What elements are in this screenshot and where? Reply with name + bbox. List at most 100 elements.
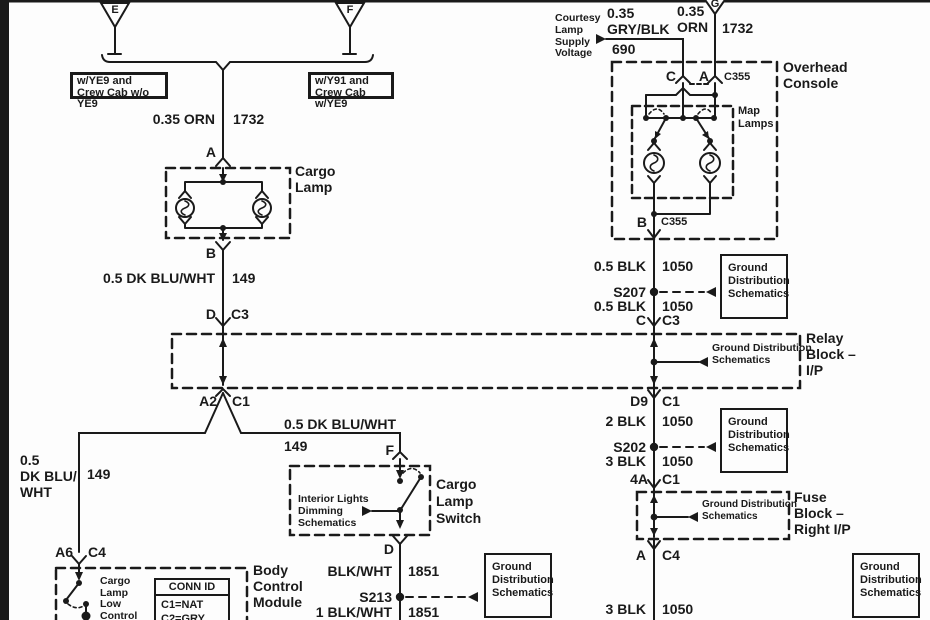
- wire-spec-blkwht: BLK/WHT: [327, 563, 392, 579]
- wire-num-blk2: 1050: [662, 298, 694, 314]
- conn-fuse-c4: C4: [662, 547, 680, 563]
- bcm-title: Body Control Module: [253, 562, 303, 611]
- arrowhead: [219, 174, 227, 182]
- map-lamps-title: Map Lamps: [738, 105, 774, 130]
- cargo-switch-outline: [288, 464, 432, 537]
- gds-refbox-s202: Ground Distribution Schematics: [720, 408, 790, 473]
- wire-num-blkwht: 1851: [408, 563, 440, 579]
- wire-spec-2blk: 2 BLK: [605, 413, 646, 429]
- wire-num-orn-left: 1732: [233, 111, 265, 127]
- wire-num-dkblu-left: 149: [87, 466, 111, 482]
- pin-relay-d: D: [205, 306, 216, 322]
- triangle-connector-f: [334, 2, 366, 55]
- map-lamps-outline: [630, 104, 735, 200]
- relay-block-title: Relay Block – I/P: [806, 330, 856, 379]
- conn-id-header: CONN ID: [156, 580, 228, 596]
- pin-switch-d: D: [383, 541, 394, 557]
- pin-relay-d9: D9: [630, 393, 648, 409]
- wire-right-spine: [647, 213, 705, 495]
- pin-switch-f: F: [385, 442, 394, 458]
- triangle-connector-g: [703, 0, 727, 77]
- pin-console-b: B: [636, 214, 647, 230]
- wire-dkblu-split: [71, 387, 408, 569]
- wire-orn-left: [101, 54, 374, 177]
- s213-gds-arrow: [468, 592, 478, 602]
- wire-dkblu-main: [215, 249, 231, 339]
- bcm-output-dot: [81, 611, 91, 620]
- conn-relay-c1-right: C1: [662, 393, 680, 409]
- conn-relay-c3-right: C3: [662, 312, 680, 328]
- relay-block-outline: [170, 332, 802, 390]
- relay-gds-arrow: [698, 357, 708, 367]
- option-box-ye9: w/YE9 and Crew Cab w/o YE9: [70, 72, 168, 110]
- wire-spec-dkblu-branch: 0.5 DK BLU/WHT: [284, 416, 396, 432]
- gds-refbox-s213: Ground Distribution Schematics: [484, 553, 554, 618]
- conn-fuse-c1: C1: [662, 471, 680, 487]
- bcm-function-label: Cargo Lamp Low Control: [100, 575, 138, 620]
- conn-bcm-c4: C4: [88, 544, 106, 560]
- conn-id-table: CONN ID C1=NAT C2=GRY: [154, 578, 230, 620]
- page-ref-g: G: [710, 0, 720, 10]
- page-ref-f: F: [346, 4, 354, 16]
- option-box-y91: w/Y91 and Crew Cab w/YE9: [308, 72, 394, 110]
- fuse-gds-arrow: [688, 512, 698, 522]
- pin-relay-a2: A2: [199, 393, 217, 409]
- wire-spec-3blk: 3 BLK: [605, 453, 646, 469]
- wire-spec-blkwht1: 1 BLK/WHT: [315, 604, 392, 620]
- splice-label-s207: S207: [613, 284, 646, 300]
- conn-c355-bottom: C355: [661, 216, 688, 228]
- conn-relay-c1: C1: [232, 393, 250, 409]
- splice-label-s202: S202: [613, 439, 646, 455]
- overhead-console-outline: [610, 60, 779, 241]
- splice-dot-s213: [395, 592, 405, 602]
- wire-num-2blk: 1050: [662, 413, 694, 429]
- splice-dot-s207: [649, 287, 659, 297]
- cargo-lamp-box: [164, 166, 292, 240]
- conn-c355-top: C355: [724, 71, 751, 83]
- cargo-lamp-symbol: [175, 181, 272, 252]
- pin-fuse-a: A: [635, 547, 646, 563]
- splice-dot-s202: [649, 442, 659, 452]
- pin-bcm-a6: A6: [55, 544, 73, 560]
- pin-cargo-a: A: [205, 144, 216, 160]
- s202-gds-arrow: [706, 442, 716, 452]
- conn-relay-c3: C3: [231, 306, 249, 322]
- conn-id-rows: C1=NAT C2=GRY: [161, 599, 205, 620]
- wire-spec-gryblk: 0.35 GRY/BLK: [607, 5, 670, 38]
- fuse-gds-note: Ground Distribution Schematics: [702, 499, 797, 522]
- s207-gds-arrow: [706, 287, 716, 297]
- cargo-switch-title: Cargo Lamp Switch: [436, 476, 482, 527]
- pin-console-c: C: [665, 68, 676, 84]
- fuse-block-outline: [635, 490, 791, 541]
- dimming-note: Interior Lights Dimming Schematics: [298, 493, 369, 529]
- relay-gds-note: Ground Distribution Schematics: [712, 342, 812, 366]
- wire-spec-dkblu-main: 0.5 DK BLU/WHT: [103, 270, 215, 286]
- page-ref-e: E: [111, 4, 119, 16]
- pin-cargo-b: B: [205, 245, 216, 261]
- pin-relay-c: C: [635, 312, 646, 328]
- wire-gryblk: [605, 38, 684, 77]
- relay-block-internal-wires: [222, 337, 700, 386]
- wire-num-orn-right: 1732: [722, 20, 754, 36]
- splice-label-s213: S213: [359, 589, 392, 605]
- wire-spec-blk2: 0.5 BLK: [593, 298, 646, 314]
- wire-blkwht: [399, 543, 467, 620]
- wire-spec-orn-left: 0.35 ORN: [152, 111, 215, 127]
- courtesy-supply-arrow: [596, 34, 606, 44]
- wire-num-blk1: 1050: [662, 258, 694, 274]
- pin-console-a: A: [698, 68, 709, 84]
- wire-num-blkwht1: 1851: [408, 604, 440, 620]
- wire-num-3blk-bottom: 1050: [662, 601, 694, 617]
- gds-refbox-bottom-right: Ground Distribution Schematics: [852, 553, 922, 618]
- overhead-console-title: Overhead Console: [783, 59, 848, 92]
- pin-fuse-4a: 4A: [630, 471, 648, 487]
- dimming-arrow: [362, 506, 372, 516]
- wire-spec-orn-right: 0.35 ORN: [677, 3, 709, 36]
- filled-symbols: [63, 34, 718, 620]
- cargo-switch-symbol: [371, 465, 422, 546]
- wire-num-dkblu-main: 149: [232, 270, 256, 286]
- fuse-block-title: Fuse Block – Right I/P: [794, 489, 851, 538]
- bcm-driver-symbol: [65, 567, 87, 613]
